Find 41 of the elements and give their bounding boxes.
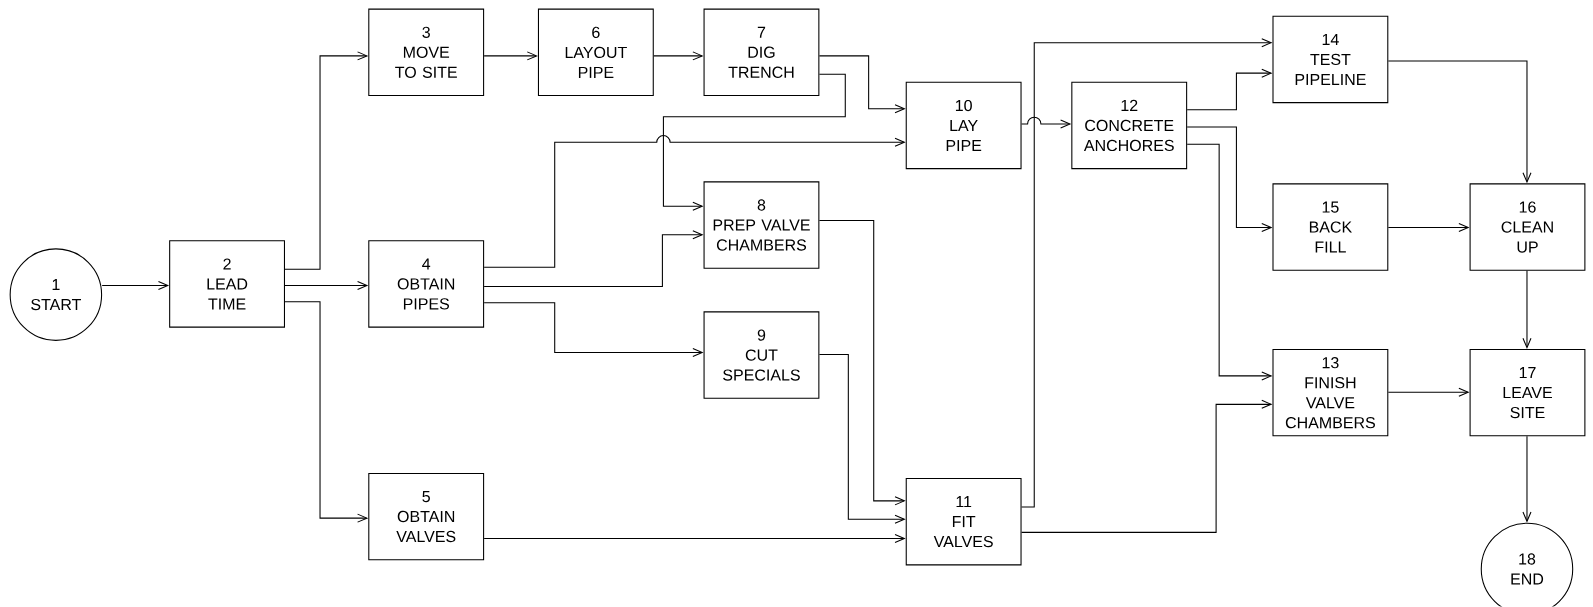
arrow: [818, 220, 906, 506]
arrow: [818, 354, 906, 524]
activity-box: 7 DIG TRENCH: [703, 8, 820, 97]
arrow: [483, 534, 906, 544]
activity-box: 4 OBTAIN PIPES: [368, 240, 485, 328]
arrow: [1387, 387, 1470, 397]
arrow: [1522, 436, 1532, 523]
arrow: [1186, 126, 1273, 233]
arrow: [483, 302, 704, 358]
arrow: [1021, 38, 1273, 508]
arrow: [284, 281, 369, 291]
arrow: [483, 51, 538, 61]
activity-box: 9 CUT SPECIALS: [703, 311, 820, 400]
activity-box: 11 FIT VALVES: [905, 478, 1022, 566]
arrow: [1522, 270, 1532, 350]
activity-box: 14 TEST PIPELINE: [1272, 15, 1389, 104]
arrow: [1387, 60, 1532, 184]
arrow: [284, 51, 369, 270]
arrow: [1387, 223, 1470, 233]
activity-box: 5 OBTAIN VALVES: [368, 473, 485, 561]
activity-box: 6 LAYOUT PIPE: [537, 8, 654, 97]
activity-box: 3 MOVE TO SITE: [368, 8, 485, 97]
activity-box: 10 LAY PIPE: [905, 82, 1022, 170]
activity-box: 17 LEAVE SITE: [1469, 349, 1586, 437]
activity-box: 8 PREP VALVE CHAMBERS: [703, 181, 820, 269]
arrow: [818, 55, 906, 114]
activity-box: 16 CLEAN UP: [1469, 183, 1586, 271]
activity-box: 12 CONCRETE ANCHORES: [1071, 82, 1188, 170]
arrow: [483, 135, 906, 268]
arrow: [101, 281, 170, 291]
arrow: [1186, 143, 1273, 381]
arrow: [1021, 400, 1273, 534]
activity-box: 15 BACK FILL: [1272, 183, 1389, 271]
activity-box: 2 LEAD TIME: [169, 240, 285, 328]
arrow: [284, 301, 369, 523]
arrow: [653, 51, 704, 61]
arrow: [1186, 68, 1273, 111]
arrow: [483, 230, 704, 288]
arrow: [1021, 116, 1072, 129]
activity-box: 13 FINISH VALVE CHAMBERS: [1272, 349, 1389, 437]
arrow: [662, 73, 846, 211]
